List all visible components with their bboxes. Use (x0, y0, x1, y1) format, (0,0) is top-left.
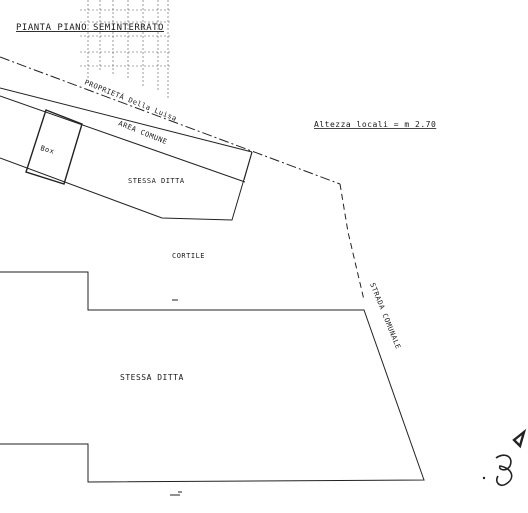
label-strada-comunale: STRADA COMUNALE (368, 282, 402, 351)
label-area-comune: AREA COMUNE (117, 119, 168, 146)
strada-boundary-line (339, 183, 365, 301)
signature-mark (482, 428, 527, 487)
grid-overlay (80, 0, 170, 100)
box-outline (25, 109, 83, 185)
label-stessa-ditta-bottom: STESSA DITTA (120, 373, 184, 382)
label-stessa-ditta-top: STESSA DITTA (128, 177, 185, 185)
height-note: Altezza locali = m 2.70 (314, 120, 436, 129)
area-comune-inner-edge (243, 151, 253, 181)
property-boundary-line (0, 56, 341, 185)
area-comune-divider (0, 95, 246, 183)
building-outline (0, 271, 425, 483)
tick-marks (170, 299, 182, 496)
label-cortile: CORTILE (172, 252, 205, 260)
label-box: Box (39, 144, 55, 156)
label-proprieta: PROPRIETÀ Della Luisa (83, 78, 178, 123)
drawing-title: PIANTA PIANO SEMINTERRATO (16, 23, 164, 33)
area-comune-strip (0, 87, 253, 221)
